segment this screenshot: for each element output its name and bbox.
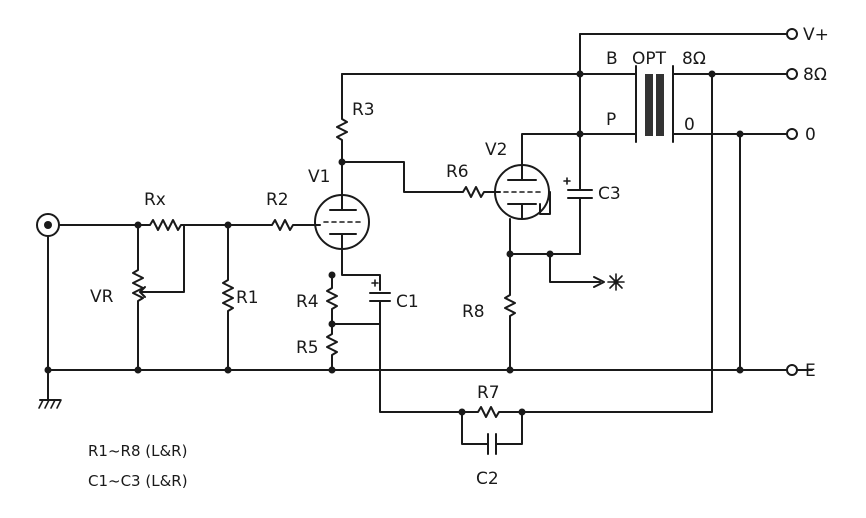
resistor-r7-label: R7: [477, 383, 500, 403]
output-transformer: [635, 65, 674, 143]
transformer-name: OPT: [632, 49, 667, 69]
v1-cathode-wire: [341, 248, 381, 291]
heater-arrow-icon: [593, 273, 625, 291]
tube-v1-label: V1: [308, 167, 330, 187]
resistor-r4-label: R4: [296, 292, 319, 312]
tube-v2: [494, 164, 551, 220]
terminal-8ohm: [786, 68, 798, 80]
note-capacitors: C1~C3 (L&R): [88, 472, 188, 490]
junction-dots: [44, 70, 744, 416]
capacitor-c2-label: C2: [476, 469, 499, 489]
resistor-r7: [461, 73, 713, 418]
resistor-r3-label: R3: [352, 100, 375, 120]
capacitor-c1-label: C1: [396, 292, 419, 312]
ground-wiring: [38, 235, 813, 409]
resistor-r8-label: R8: [462, 302, 485, 322]
terminal-vplus-label: V+: [803, 25, 829, 45]
heater-wire: [549, 253, 601, 283]
transformer-pin-0: 0: [684, 115, 695, 135]
resistor-r2: [227, 219, 321, 231]
capacitor-c3: [563, 33, 593, 255]
resistor-r6-label: R6: [446, 162, 469, 182]
v2-plate-wire: [521, 133, 637, 166]
resistor-r1-label: R1: [236, 288, 259, 308]
terminal-vplus: [786, 28, 798, 40]
coupling-wire: [341, 161, 456, 193]
potentiometer-vr: [132, 224, 151, 371]
note-resistors: R1~R8 (L&R): [88, 442, 187, 460]
transformer-pin-p: P: [606, 110, 616, 130]
rx-wiper-wire: [141, 224, 185, 293]
resistor-rx: [137, 219, 229, 231]
terminal-0-label: 0: [805, 125, 816, 145]
resistor-r4: [326, 274, 338, 325]
terminal-e: [786, 364, 798, 376]
capacitor-c1: [331, 279, 391, 325]
capacitor-c3-label: C3: [598, 184, 621, 204]
resistor-r8: [504, 253, 516, 371]
terminal-e-label: E: [805, 361, 816, 381]
potentiometer-vr-label: VR: [90, 287, 114, 307]
tube-v1: [314, 194, 370, 250]
resistor-r3: [336, 73, 348, 196]
input-jack: [36, 213, 60, 237]
resistor-r2-label: R2: [266, 190, 289, 210]
feedback-wire: [379, 323, 463, 413]
capacitor-c2: [461, 411, 523, 455]
resistor-r6: [454, 186, 501, 198]
resistor-r5: [326, 323, 338, 371]
v2-cathode-wire: [509, 218, 581, 255]
terminal-0: [786, 128, 798, 140]
terminal-8ohm-label: 8Ω: [803, 65, 827, 85]
transformer-pin-b: B: [606, 49, 618, 69]
tube-v2-label: V2: [485, 140, 507, 160]
resistor-rx-label: Rx: [144, 190, 166, 210]
resistor-r5-label: R5: [296, 338, 319, 358]
resistor-r1: [222, 224, 234, 371]
transformer-pin-8: 8Ω: [682, 49, 706, 69]
